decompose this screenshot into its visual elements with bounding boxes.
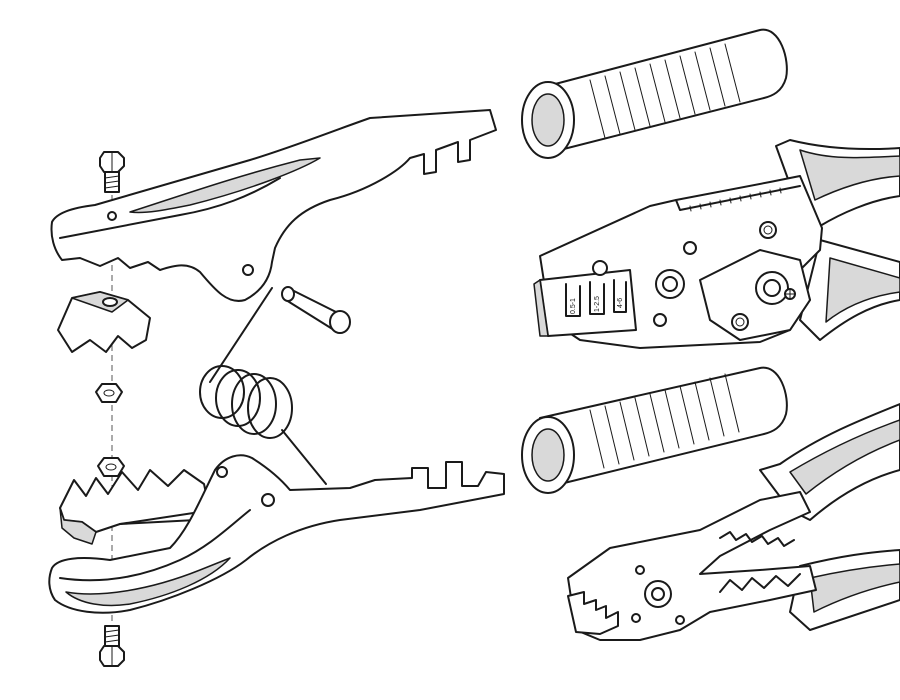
pivot-pin: [282, 287, 350, 333]
upper-nut: [96, 384, 122, 402]
lower-die-insert: [60, 470, 210, 544]
bottom-bolt: [100, 626, 124, 666]
die-label-medium: 1-2.5: [594, 296, 601, 312]
die-label-small: 0.5-1: [570, 298, 577, 314]
die-label-large: 4-6: [617, 298, 624, 308]
upper-die-insert: [58, 292, 150, 352]
torsion-spring: [200, 288, 326, 484]
lower-nut: [98, 458, 124, 476]
standard-crimping-plier: [568, 404, 900, 640]
lower-rubber-grip: [522, 368, 787, 493]
upper-rubber-grip: [522, 30, 787, 158]
ratchet-crimper: 0.5-1 1-2.5 4-6: [534, 140, 900, 348]
top-bolt: [100, 152, 124, 192]
lower-handle: [49, 455, 504, 612]
upper-handle: [51, 110, 496, 301]
